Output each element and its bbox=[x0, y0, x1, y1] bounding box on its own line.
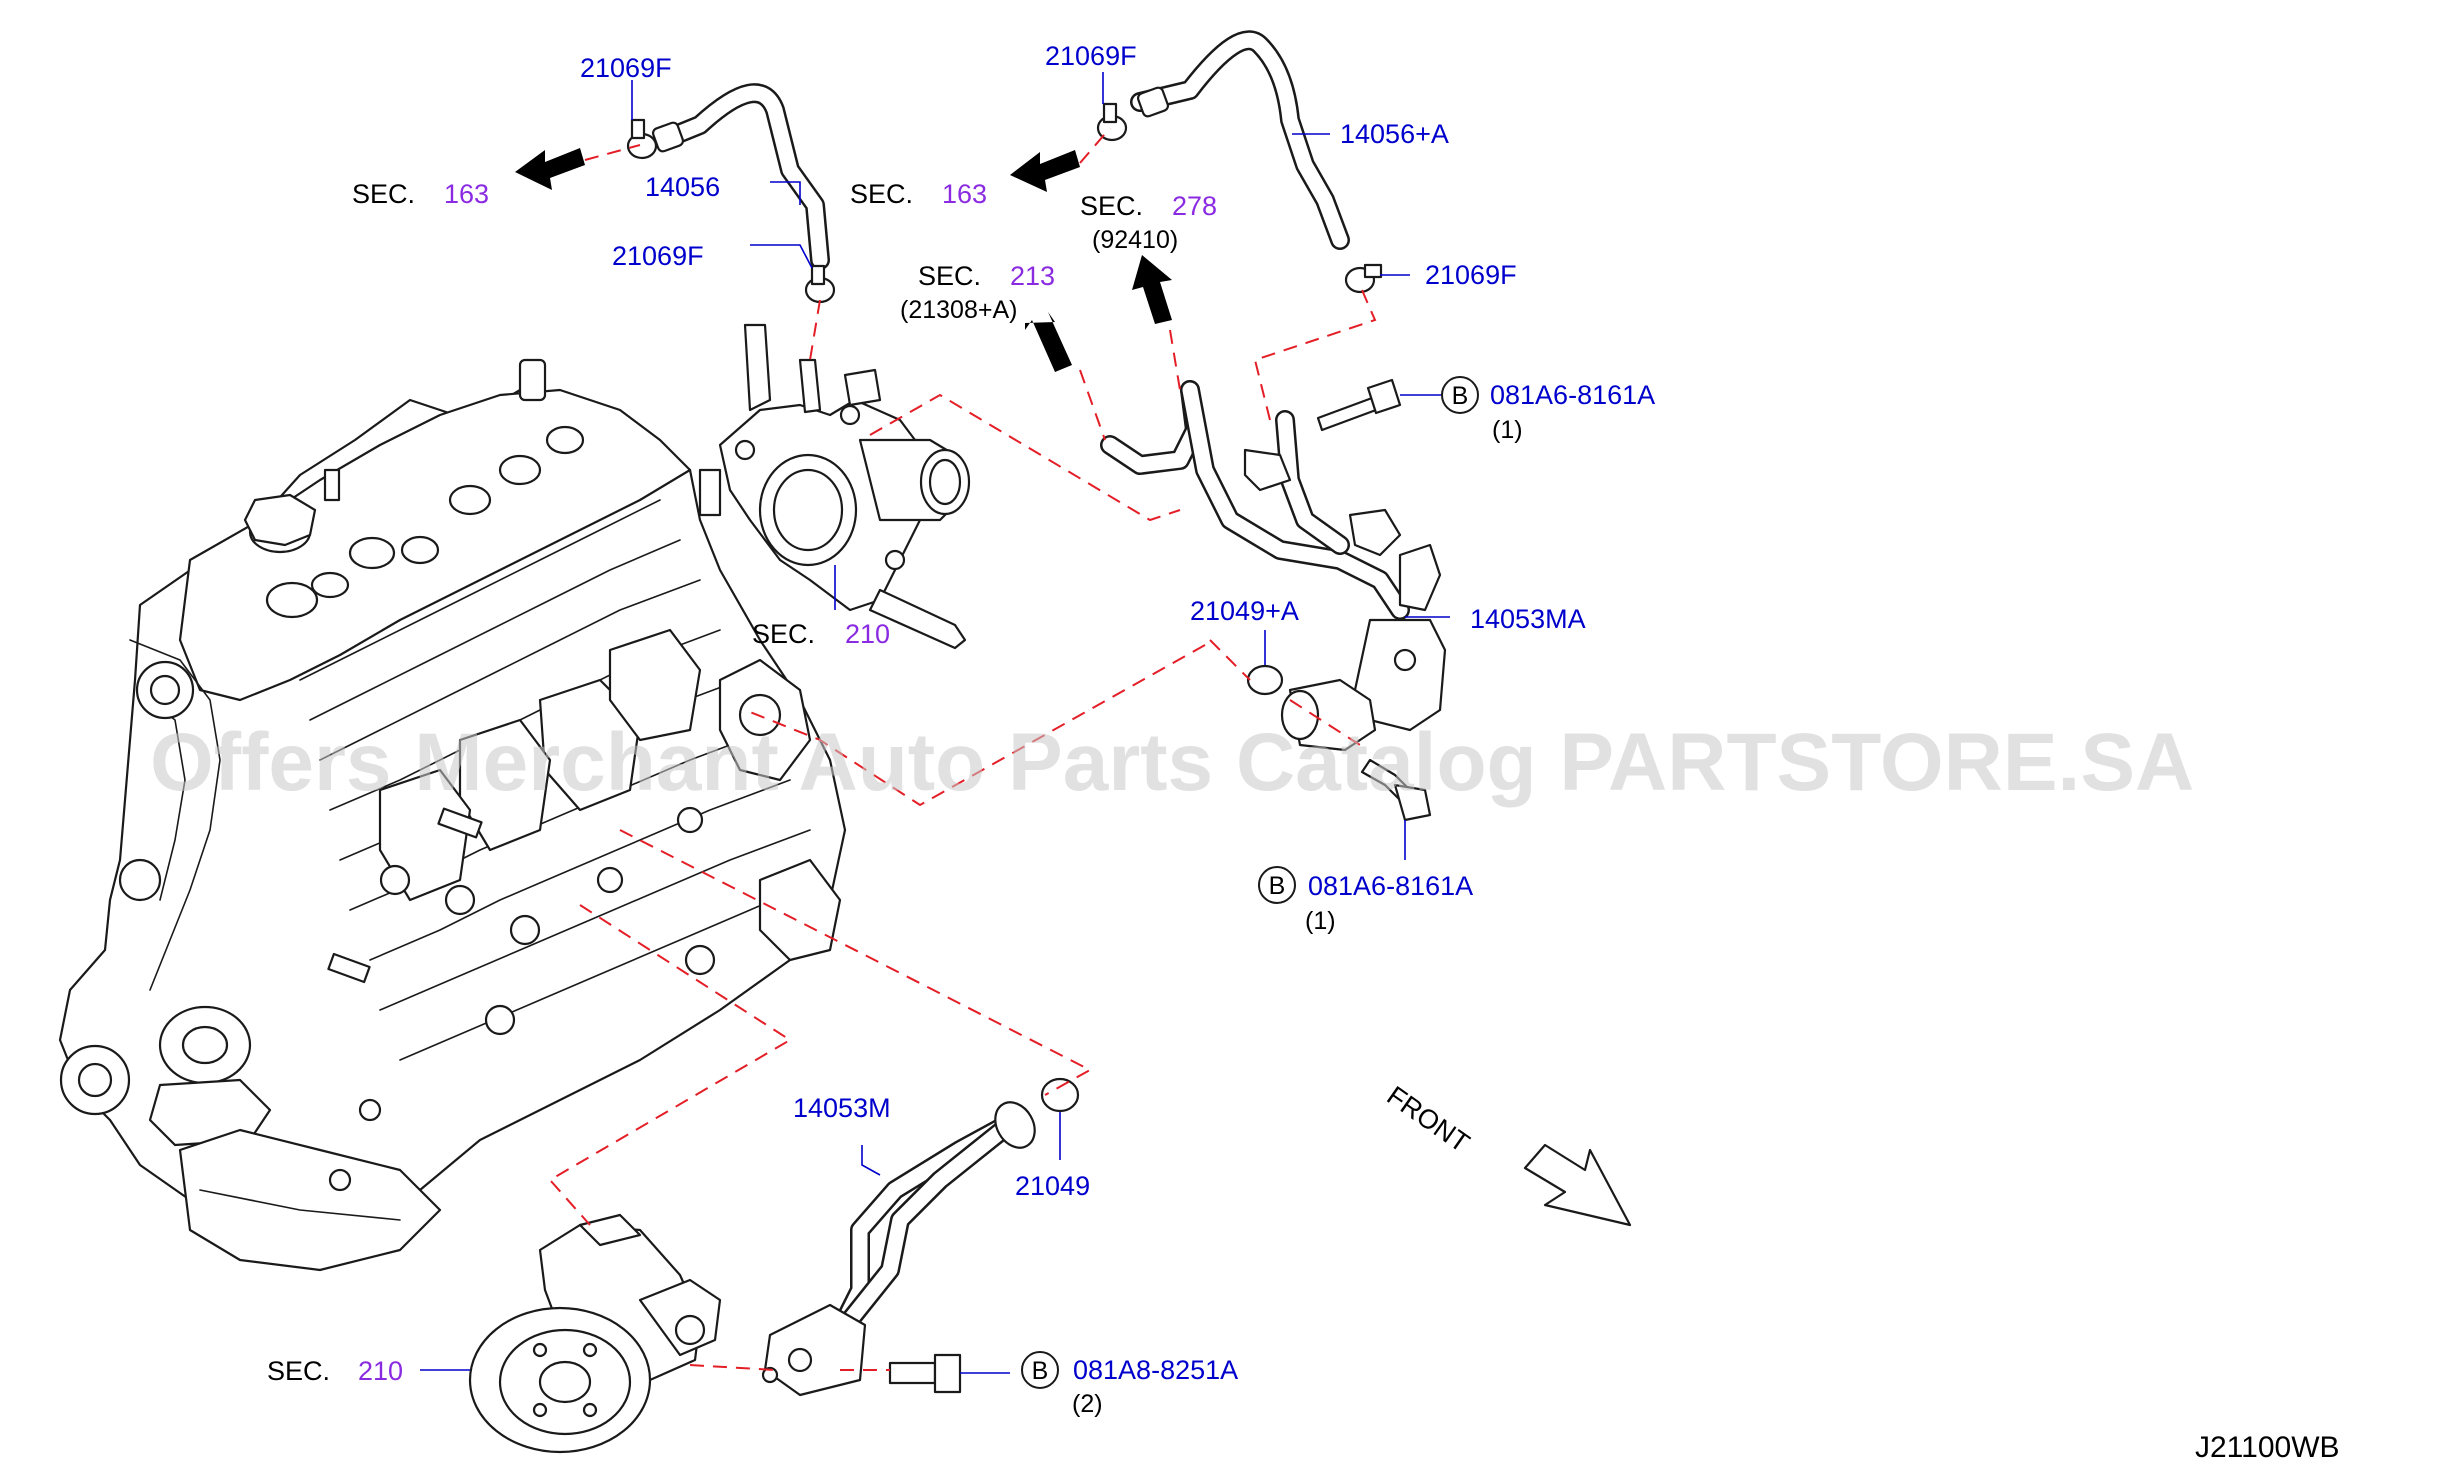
bolt-marker-lower-label: B bbox=[1032, 1357, 1049, 1385]
diagram-code: J21100WB bbox=[2195, 1431, 2340, 1464]
label-clamp-top-right: 21069F bbox=[1045, 41, 1137, 71]
water-pump bbox=[468, 1213, 722, 1454]
bolt-marker-lower bbox=[1021, 1351, 1059, 1389]
o-ring-21049 bbox=[1040, 1077, 1080, 1113]
label-oring-21049a: 21049+A bbox=[1190, 596, 1299, 626]
water-outlet-housing bbox=[718, 323, 971, 650]
sec-prefix-278: SEC. bbox=[1080, 191, 1143, 221]
label-pipe-14053ma: 14053MA bbox=[1470, 604, 1586, 634]
arrow-sec278 bbox=[1132, 255, 1172, 324]
clamp-mid-left bbox=[804, 264, 836, 304]
water-pipe-14053ma bbox=[1100, 380, 1447, 752]
sec-163-left: 163 bbox=[444, 179, 489, 209]
label-bolt-upper-code: 081A6-8161A bbox=[1490, 380, 1655, 410]
sec-prefix-163-right: SEC. bbox=[850, 179, 913, 209]
sec-213: 213 bbox=[1010, 261, 1055, 291]
blue-leaders bbox=[420, 72, 1450, 1374]
sec-prefix-163-left: SEC. bbox=[352, 179, 415, 209]
front-arrow bbox=[1523, 1143, 1632, 1227]
sec-prefix-213: SEC. bbox=[918, 261, 981, 291]
sec-prefix-210-lower: SEC. bbox=[267, 1356, 330, 1386]
bolt-081a6-8161a-mid bbox=[1360, 758, 1432, 822]
sec-210-lower: 210 bbox=[358, 1356, 403, 1386]
label-clamp-right: 21069F bbox=[1425, 260, 1517, 290]
label-bolt-lower-code: 081A8-8251A bbox=[1073, 1355, 1238, 1385]
label-pipe-14053m: 14053M bbox=[793, 1093, 891, 1123]
label-bolt-upper-qty: (1) bbox=[1492, 416, 1523, 444]
clamp-right bbox=[1344, 263, 1383, 294]
label-hose-14056a: 14056+A bbox=[1340, 119, 1449, 149]
sec-210-upper: 210 bbox=[845, 619, 890, 649]
bolt-marker-mid-label: B bbox=[1269, 872, 1286, 900]
sec-prefix-210-upper: SEC. bbox=[752, 619, 815, 649]
label-clamp-top-left: 21069F bbox=[580, 53, 672, 83]
sec-278: 278 bbox=[1172, 191, 1217, 221]
front-label: FRONT bbox=[1382, 1080, 1475, 1158]
water-pipe-14053m bbox=[761, 1101, 1036, 1397]
label-oring-21049: 21049 bbox=[1015, 1171, 1090, 1201]
bolt-marker-mid bbox=[1258, 866, 1296, 904]
bolt-marker-upper bbox=[1441, 376, 1479, 414]
sec-213-sub: (21308+A) bbox=[900, 296, 1017, 324]
label-bolt-mid-qty: (1) bbox=[1305, 907, 1336, 935]
arrow-sec163-right bbox=[1010, 150, 1080, 192]
o-ring-21049-a bbox=[1246, 664, 1284, 696]
bolt-081a8-8251a-lower bbox=[888, 1353, 962, 1394]
bolt-marker-upper-label: B bbox=[1452, 382, 1469, 410]
sec-278-sub: (92410) bbox=[1092, 226, 1178, 254]
clamp-top-right bbox=[1096, 102, 1128, 142]
bolt-081a6-8161a-upper bbox=[1316, 378, 1402, 432]
sec-163-right: 163 bbox=[942, 179, 987, 209]
dashed-leaders bbox=[548, 127, 1377, 1371]
engine-assembly bbox=[58, 358, 847, 1272]
label-bolt-lower-qty: (2) bbox=[1072, 1390, 1103, 1418]
watermark: Offers Merchant Auto Parts Catalog PARTS… bbox=[150, 717, 2194, 808]
hose-14056 bbox=[651, 83, 830, 270]
label-clamp-mid-left: 21069F bbox=[612, 241, 704, 271]
clamp-top-left bbox=[626, 118, 658, 160]
label-bolt-mid-code: 081A6-8161A bbox=[1308, 871, 1473, 901]
label-hose-14056: 14056 bbox=[645, 172, 720, 202]
arrow-sec163-left bbox=[515, 148, 585, 190]
arrow-sec213 bbox=[1025, 312, 1072, 372]
hose-14056-a bbox=[1130, 30, 1350, 250]
